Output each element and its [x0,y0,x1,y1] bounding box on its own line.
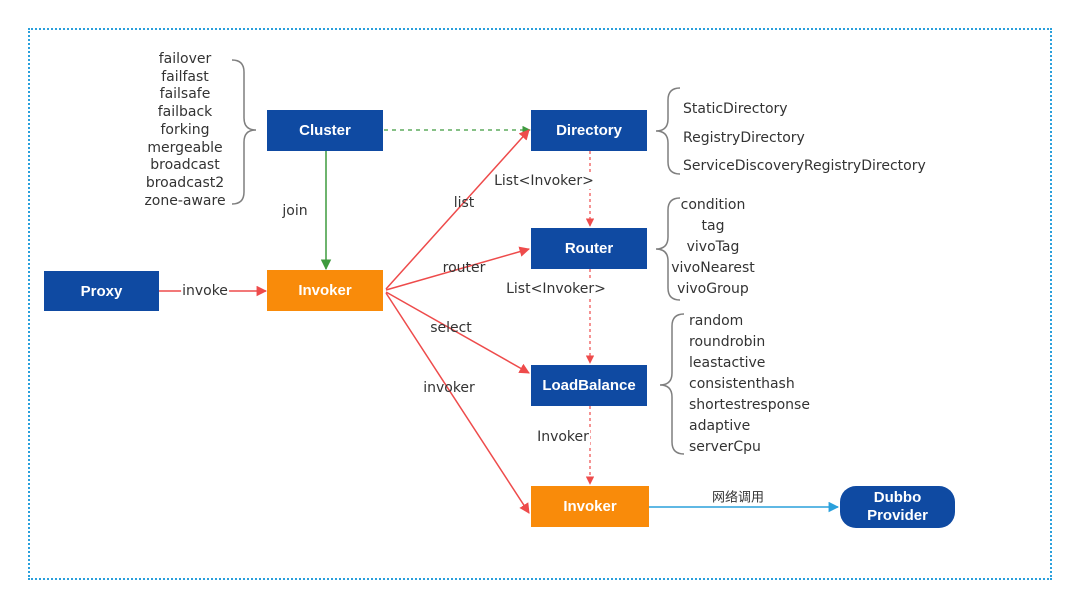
list-item: vivoGroup [677,281,749,297]
list-item: failover [158,51,212,67]
list-item: roundrobin [689,334,766,350]
diagram-frame [28,28,1052,580]
list-item: broadcast [150,157,220,174]
invoker-to-router-arrow [385,246,531,291]
directory-types-brace [655,87,681,175]
list-item: serverCpu [689,439,761,455]
list-item: random [689,313,744,329]
cluster-strategies-brace [231,59,257,205]
edge-label-router: router [442,260,486,276]
proxy-node-label: Proxy [80,282,123,300]
invoker-final-node: Invoker [531,486,649,527]
cluster-strategies-list: failover failfast failsafe failback fork… [135,51,235,210]
list-item: vivoTag [686,239,740,255]
router-node: Router [531,228,647,269]
loadbalance-types-list: random roundrobin leastactive consistent… [689,311,829,458]
list-item: failback [157,104,213,121]
invoker-final-node-label: Invoker [563,498,617,515]
invoker-to-directory-arrow [385,129,530,290]
edge-label-router-to-loadbalance: List<Invoker> [505,281,607,297]
directory-node-label: Directory [556,122,622,139]
edge-label-invoke: invoke [181,283,229,299]
router-types-brace [655,197,681,301]
dubbo-provider-label-line1: Dubbo [873,489,922,506]
list-item: ServiceDiscoveryRegistryDirectory [683,158,926,175]
dubbo-provider-node: Dubbo Provider [840,486,955,528]
list-item: forking [160,121,210,138]
loadbalance-node-label: LoadBalance [542,377,636,394]
list-item: adaptive [689,418,751,434]
directory-types-list: StaticDirectory RegistryDirectory Servic… [683,95,933,181]
invoker-main-node-label: Invoker [298,282,352,299]
list-item: RegistryDirectory [683,129,805,146]
cluster-node-label: Cluster [299,122,351,139]
list-item: consistenthash [689,376,795,392]
loadbalance-node: LoadBalance [531,365,647,406]
loadbalance-types-brace [659,313,685,455]
list-item: StaticDirectory [683,101,788,117]
list-item: mergeable [147,139,223,156]
cluster-node: Cluster [267,110,383,151]
list-item: condition [680,197,746,213]
proxy-node: Proxy [44,271,159,311]
edge-label-network-call: 网络调用 [711,490,765,506]
list-item: failsafe [159,86,211,103]
edge-label-list: list [453,195,475,211]
invoker-to-loadbalance-arrow [385,291,530,374]
list-item: failfast [161,68,209,85]
invoker-main-node: Invoker [267,270,383,311]
edge-label-directory-to-router: List<Invoker> [493,173,595,189]
dubbo-provider-label-line2: Provider [867,507,928,524]
edge-label-loadbalance-to-invoker: Invoker [536,429,590,445]
edge-label-select: select [430,320,472,336]
list-item: zone-aware [144,192,226,209]
invoker-to-final-invoker-arrow [385,292,530,514]
list-item: broadcast2 [145,174,225,191]
list-item: tag [701,218,725,234]
directory-node: Directory [531,110,647,151]
router-types-list: condition tag vivoTag vivoNearest vivoGr… [671,195,755,300]
list-item: shortestresponse [689,397,810,413]
edge-label-invoker: invoker [423,380,475,396]
edge-label-join: join [282,203,308,219]
list-item: vivoNearest [671,260,755,276]
router-node-label: Router [564,240,614,257]
list-item: leastactive [689,355,766,371]
